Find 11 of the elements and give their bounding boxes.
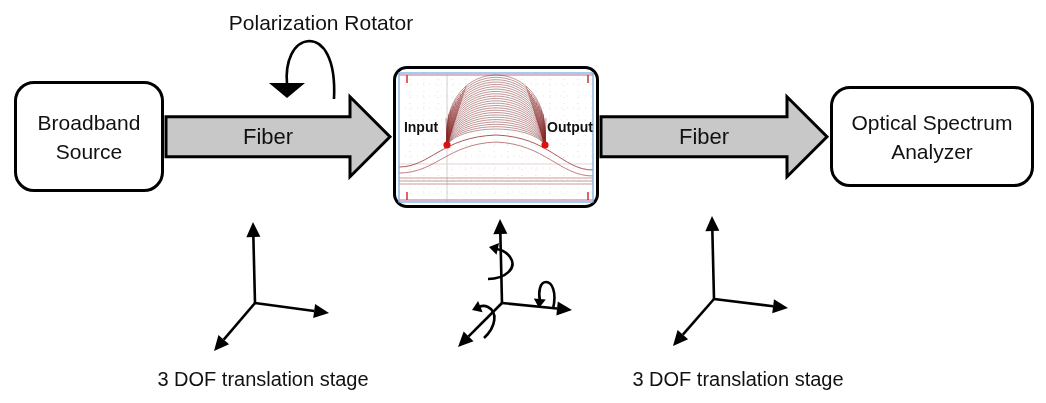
stage-label: 3 DOF translation stage [157,367,369,391]
edge-label: Fiber [242,124,294,150]
block-arrow [164,93,393,181]
port-label: Input [403,118,439,136]
process-box: Broadband Source [14,81,164,192]
component-label: Polarization Rotator [228,10,414,36]
process-box: Optical Spectrum Analyzer [830,86,1034,187]
stage-label: 3 DOF translation stage [632,367,844,391]
port-label: Output [547,118,593,136]
edge-label: Fiber [678,124,730,150]
block-arrow [599,93,830,181]
